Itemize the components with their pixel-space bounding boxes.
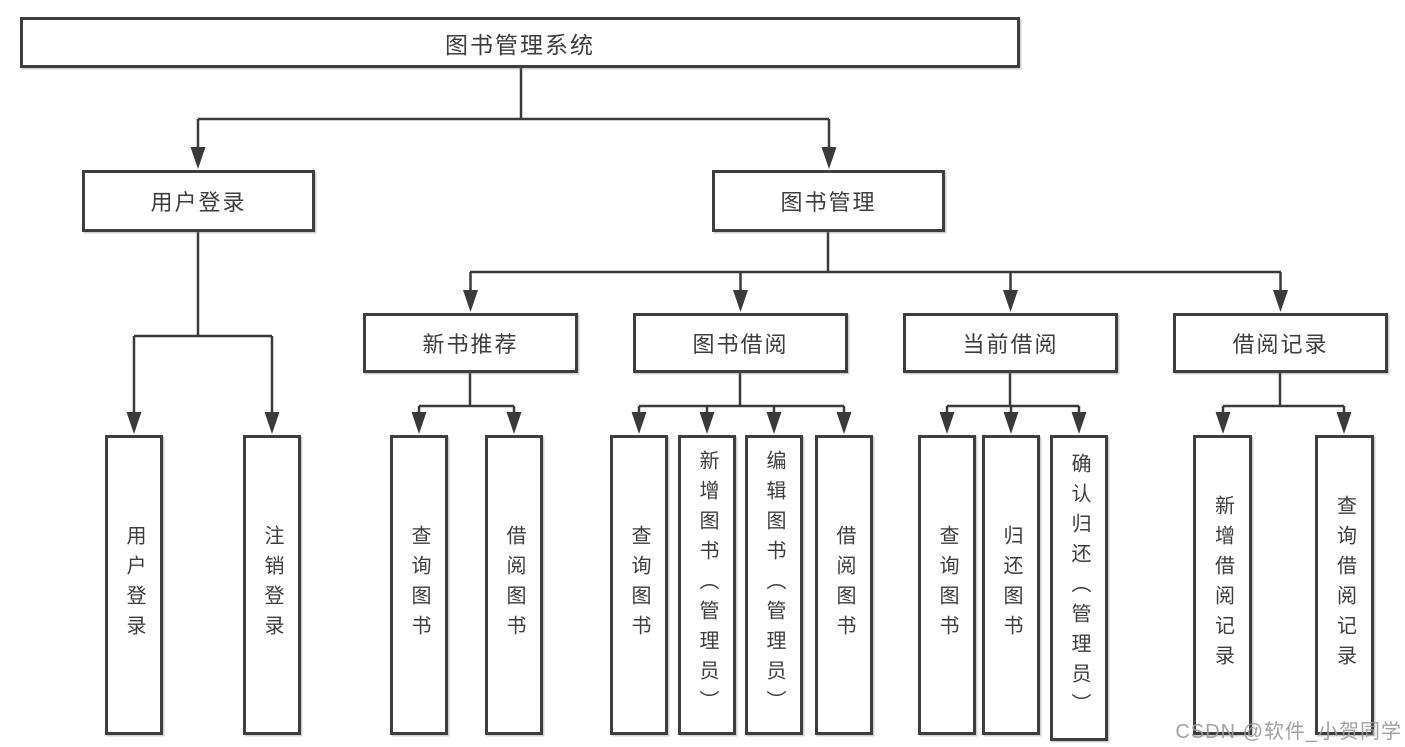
node-library-management-system: 图书管理系统 bbox=[20, 17, 1020, 68]
node-label: 图书借阅 bbox=[692, 332, 789, 357]
leaf-query-book: 查询图书 bbox=[390, 435, 448, 735]
leaf-label: 查询图书 bbox=[628, 525, 650, 645]
leaf-query-book: 查询图书 bbox=[918, 435, 976, 735]
leaf-label: 借阅图书 bbox=[503, 525, 525, 645]
node-book-borrow: 图书借阅 bbox=[633, 313, 848, 373]
leaf-label: 确认归还（管理员） bbox=[1068, 453, 1090, 723]
node-label: 图书管理 bbox=[780, 190, 877, 215]
node-label: 新书推荐 bbox=[422, 332, 519, 357]
leaf-query-book: 查询图书 bbox=[610, 435, 668, 735]
node-label: 借阅记录 bbox=[1232, 332, 1329, 357]
node-book-management-branch: 图书管理 bbox=[712, 170, 945, 232]
arrowheads bbox=[126, 147, 1352, 434]
node-borrow-records: 借阅记录 bbox=[1173, 313, 1388, 373]
leaf-return-book: 归还图书 bbox=[982, 435, 1040, 735]
node-label: 用户登录 bbox=[150, 190, 247, 215]
csdn-watermark: CSDN @软件_小贺同学 bbox=[1175, 721, 1402, 743]
leaf-logout: 注销登录 bbox=[243, 435, 301, 735]
leaf-borrow-book: 借阅图书 bbox=[485, 435, 543, 735]
leaf-label: 查询借阅记录 bbox=[1333, 495, 1356, 675]
leaf-query-borrow-record: 查询借阅记录 bbox=[1315, 435, 1374, 735]
leaf-label: 查询图书 bbox=[936, 525, 958, 645]
leaf-edit-book-admin: 编辑图书（管理员） bbox=[745, 435, 803, 735]
leaf-label: 新增图书（管理员） bbox=[696, 450, 718, 720]
node-current-borrow: 当前借阅 bbox=[903, 313, 1118, 373]
leaf-label: 编辑图书（管理员） bbox=[763, 450, 785, 720]
leaf-label: 归还图书 bbox=[1000, 525, 1022, 645]
leaf-user-login: 用户登录 bbox=[105, 435, 163, 735]
leaf-label: 借阅图书 bbox=[833, 525, 855, 645]
leaf-add-book-admin: 新增图书（管理员） bbox=[678, 435, 736, 735]
leaf-confirm-return-admin: 确认归还（管理员） bbox=[1050, 435, 1108, 741]
leaf-label: 查询图书 bbox=[408, 525, 430, 645]
node-label: 当前借阅 bbox=[962, 332, 1059, 357]
node-user-login-branch: 用户登录 bbox=[82, 170, 315, 232]
leaf-borrow-book: 借阅图书 bbox=[815, 435, 873, 735]
node-new-book-recommend: 新书推荐 bbox=[363, 313, 578, 373]
leaf-label: 新增借阅记录 bbox=[1211, 495, 1234, 675]
node-label: 图书管理系统 bbox=[445, 31, 595, 58]
leaf-label: 用户登录 bbox=[123, 525, 145, 645]
leaf-label: 注销登录 bbox=[261, 525, 283, 645]
leaf-add-borrow-record: 新增借阅记录 bbox=[1193, 435, 1252, 735]
